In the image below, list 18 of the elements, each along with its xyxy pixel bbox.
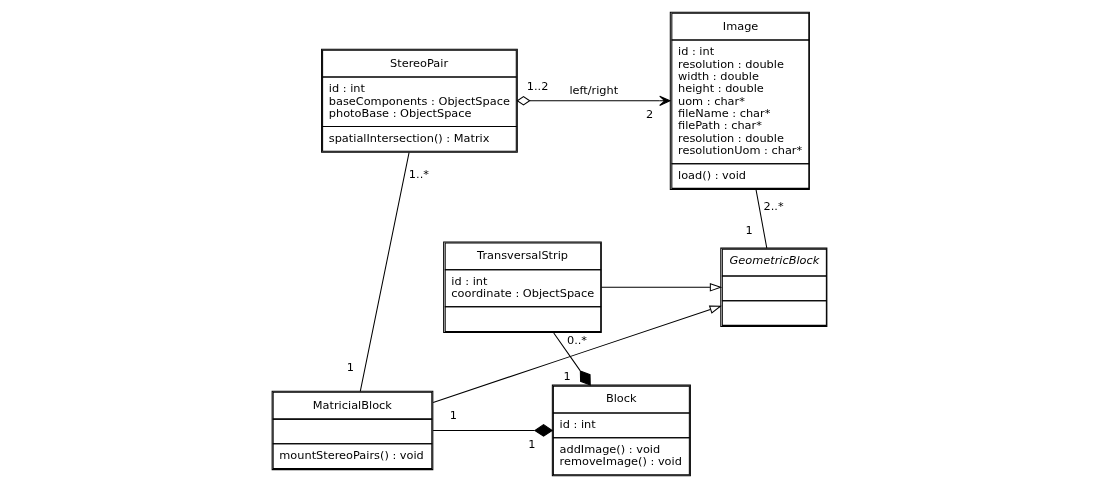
arrow <box>516 95 671 106</box>
label: 1 <box>346 360 355 375</box>
label: 1 <box>563 368 571 383</box>
connector <box>432 424 554 437</box>
label: 1..2 <box>526 78 549 93</box>
label: 1 <box>745 222 753 237</box>
label: 0..* <box>566 333 588 348</box>
connector <box>359 152 410 392</box>
arrow <box>601 282 723 292</box>
connector <box>755 188 768 249</box>
label: 2..* <box>763 198 784 213</box>
label: 2 <box>646 106 654 121</box>
label: 1 <box>449 408 457 423</box>
edge-label: left/right <box>569 83 619 98</box>
label: 1..* <box>408 167 429 182</box>
connector <box>553 332 591 386</box>
label: 1 <box>528 436 536 451</box>
arrow <box>432 305 722 403</box>
